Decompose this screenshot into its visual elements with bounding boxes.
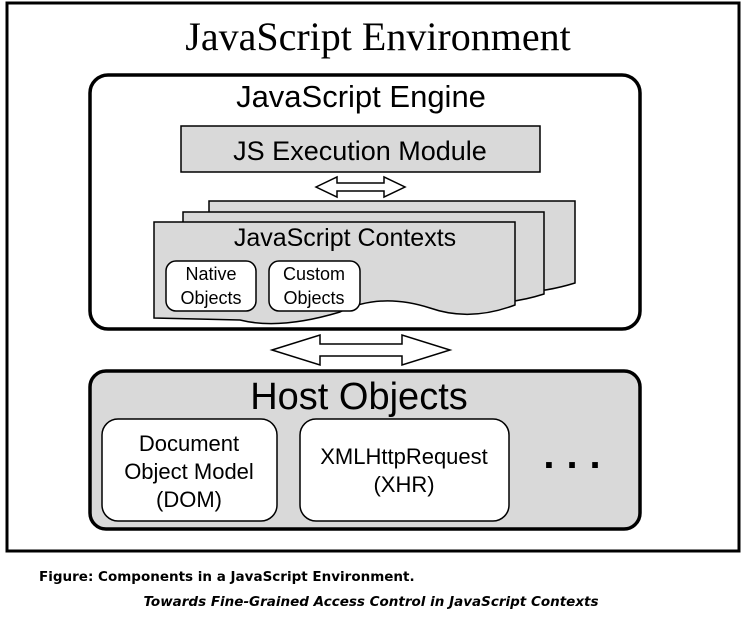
- custom-objects-line2: Objects: [283, 288, 344, 308]
- engine-host-arrow: [269, 333, 453, 367]
- xhr-line2: (XHR): [373, 472, 434, 497]
- host-ellipsis: ...: [543, 433, 612, 477]
- engine-title: JavaScript Engine: [236, 79, 486, 114]
- figure-caption: Figure: Components in a JavaScript Envir…: [39, 569, 415, 585]
- dom-line3: (DOM): [156, 487, 222, 512]
- custom-objects-line1: Custom: [283, 264, 345, 284]
- xhr-line1: XMLHttpRequest: [320, 444, 488, 469]
- execution-module-box: [180, 125, 541, 173]
- native-objects-line2: Objects: [180, 288, 241, 308]
- module-context-arrow: [314, 175, 407, 199]
- xhr-box: [299, 418, 510, 522]
- dom-line2: Object Model: [124, 459, 254, 484]
- dom-line1: Document: [139, 431, 239, 456]
- contexts-title: JavaScript Contexts: [234, 224, 456, 252]
- host-objects-title: Host Objects: [250, 376, 468, 418]
- native-objects-box: [165, 260, 257, 312]
- architecture-diagram: JavaScript Environment JavaScript Engine…: [5, 1, 741, 553]
- custom-objects-box: [268, 260, 361, 312]
- dom-box: [101, 418, 278, 522]
- native-objects-line1: Native: [185, 264, 236, 284]
- environment-title: JavaScript Environment: [185, 14, 570, 59]
- figure-source: Towards Fine-Grained Access Control in J…: [143, 594, 599, 610]
- execution-module-label: JS Execution Module: [233, 136, 487, 166]
